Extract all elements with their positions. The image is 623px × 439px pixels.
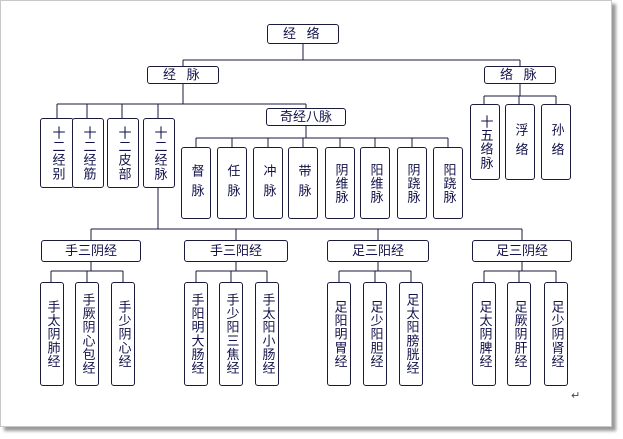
node-shier-pibu: 十二皮部 [107, 118, 139, 188]
node-yangqiao-mai: 阳跷脉 [433, 147, 463, 219]
node-shier-jingjin: 十二经筋 [72, 118, 104, 188]
node-du-mai: 督脉 [181, 147, 211, 219]
connector-luomai [483, 84, 557, 104]
node-zu-taiyang-pangguangjing: 足太阳膀胱经 [399, 282, 423, 386]
node-dai-mai: 带脉 [288, 147, 318, 219]
connector-qijing [195, 126, 449, 147]
connector-group-1 [50, 262, 124, 282]
node-shou-shaoyin-xinjing: 手少阴心经 [111, 282, 135, 386]
node-zu-shaoyang-danjing: 足少阳胆经 [363, 282, 387, 386]
node-yinwei-mai: 阴维脉 [325, 147, 355, 219]
node-jingmai: 经 脉 [147, 66, 219, 84]
node-luomai: 络 脉 [484, 66, 556, 84]
node-sun-luo: 孙络 [541, 104, 571, 180]
node-shou-jueyin-xinbaojing: 手厥阴心包经 [75, 282, 99, 386]
node-zu-taiyin-pijing: 足太阴脾经 [472, 282, 496, 386]
node-zu-jueyin-ganjing: 足厥阴肝经 [507, 282, 531, 386]
paragraph-end-mark: ↵ [571, 389, 581, 402]
node-shier-jingmai: 十二经脉 [143, 118, 175, 188]
connector-group-2 [195, 262, 268, 282]
node-shou-taiyin-feijing: 手太阴肺经 [40, 282, 64, 386]
node-shou-sanyin: 手三阴经 [41, 240, 141, 262]
node-shiwu-luomai: 十五络脉 [470, 104, 500, 180]
node-shou-sanyang: 手三阳经 [184, 240, 288, 262]
connector-group-3 [338, 262, 412, 282]
connector-jingmai [56, 84, 307, 118]
node-zu-yangming-weijing: 足阳明胃经 [327, 282, 351, 386]
node-yangwei-mai: 阳维脉 [360, 147, 390, 219]
node-root-jingluo: 经 络 [267, 24, 339, 44]
node-shier-jingbie: 十二经别 [40, 118, 74, 188]
node-qijing-bamai: 奇经八脉 [266, 108, 346, 126]
node-zu-sanyang: 足三阳经 [327, 240, 429, 262]
node-chong-mai: 冲脉 [253, 147, 283, 219]
node-shou-shaoyang-sanjiaojing: 手少阳三焦经 [219, 282, 243, 386]
connector-group-4 [483, 262, 557, 282]
node-fu-luo: 浮络 [505, 104, 535, 180]
node-shou-yangming-dachangjing: 手阳明大肠经 [184, 282, 208, 386]
node-yinqiao-mai: 阴跷脉 [397, 147, 427, 219]
node-shou-taiyang-xiaochangjing: 手太阳小肠经 [255, 282, 279, 386]
node-zu-sanyin: 足三阴经 [472, 240, 572, 262]
node-ren-mai: 任脉 [217, 147, 247, 219]
connector-shier-jingmai [90, 188, 523, 240]
node-zu-shaoyin-shenjing: 足少阴肾经 [544, 282, 568, 386]
connector-root [182, 44, 521, 66]
